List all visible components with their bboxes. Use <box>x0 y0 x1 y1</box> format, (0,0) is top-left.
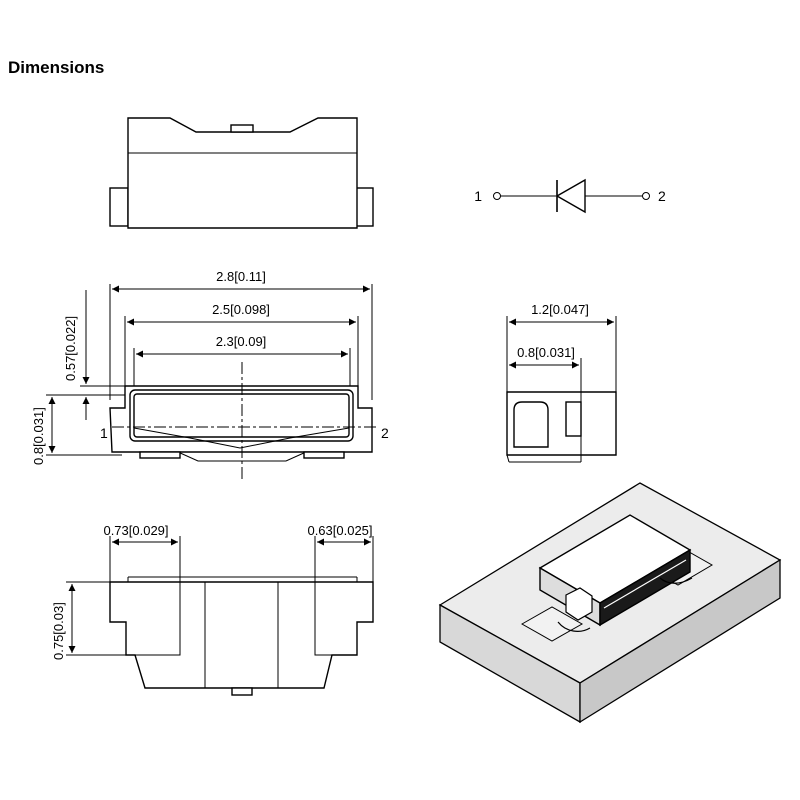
bottom-view-body <box>109 581 374 689</box>
top-view <box>109 117 374 229</box>
top-view-tab <box>230 124 254 133</box>
bottom-view: 0.73[0.029] 0.63[0.025] 0.75[0.03] <box>51 523 374 696</box>
iso-solder-right <box>659 577 693 584</box>
front-view-left-pad <box>139 451 181 459</box>
top-view-left-terminal <box>109 187 129 227</box>
iso-part-lens-face <box>599 548 691 627</box>
bottom-right-pad-label: 0.63[0.025] <box>307 523 372 538</box>
front-lens-height-label: 0.57[0.022] <box>63 316 78 381</box>
side-view-terminal <box>565 401 582 437</box>
front-window-length-label: 2.3[0.09] <box>216 334 267 349</box>
iso-terminal-front <box>565 587 593 621</box>
bottom-view-left-pad <box>109 581 181 656</box>
isometric-view <box>438 482 782 724</box>
symbol-pin1-terminal <box>493 192 501 200</box>
front-lens-length-label: 2.5[0.098] <box>212 302 270 317</box>
symbol-diode-triangle <box>555 178 586 214</box>
front-pin2-label: 2 <box>381 425 389 441</box>
page-title: Dimensions <box>8 58 105 77</box>
side-body-width-label: 0.8[0.031] <box>517 345 575 360</box>
front-overall-height-label: 0.8[0.031] <box>31 407 46 465</box>
iso-lens-highlight <box>603 559 687 609</box>
symbol-pin2-terminal <box>642 192 650 200</box>
front-view-die-line <box>133 427 350 449</box>
side-view-bottom-corner <box>506 454 510 463</box>
front-overall-length-label: 2.8[0.11] <box>216 269 266 284</box>
iso-solder-left <box>557 621 591 632</box>
bottom-view-tab <box>231 687 253 696</box>
bottom-view-right-pad <box>314 581 374 656</box>
symbol-pin2-label: 2 <box>658 188 666 204</box>
front-pin1-label: 1 <box>100 425 108 441</box>
iso-board-right-face <box>579 558 781 724</box>
bottom-left-pad-label: 0.73[0.029] <box>103 523 168 538</box>
side-overall-width-label: 1.2[0.047] <box>531 302 589 317</box>
iso-pad-left <box>520 606 584 642</box>
symbol-pin1-label: 1 <box>474 188 482 204</box>
side-view-lens <box>513 401 549 448</box>
top-view-body <box>127 117 358 229</box>
bottom-pad-height-label: 0.75[0.03] <box>51 602 66 660</box>
front-view-right-pad <box>303 451 345 459</box>
side-view: 1.2[0.047] 0.8[0.031] <box>506 302 617 463</box>
diode-symbol: 1 2 <box>474 178 666 214</box>
front-view: 2.8[0.11] 2.5[0.098] 2.3[0.09] 0.57[0.02… <box>31 269 389 480</box>
